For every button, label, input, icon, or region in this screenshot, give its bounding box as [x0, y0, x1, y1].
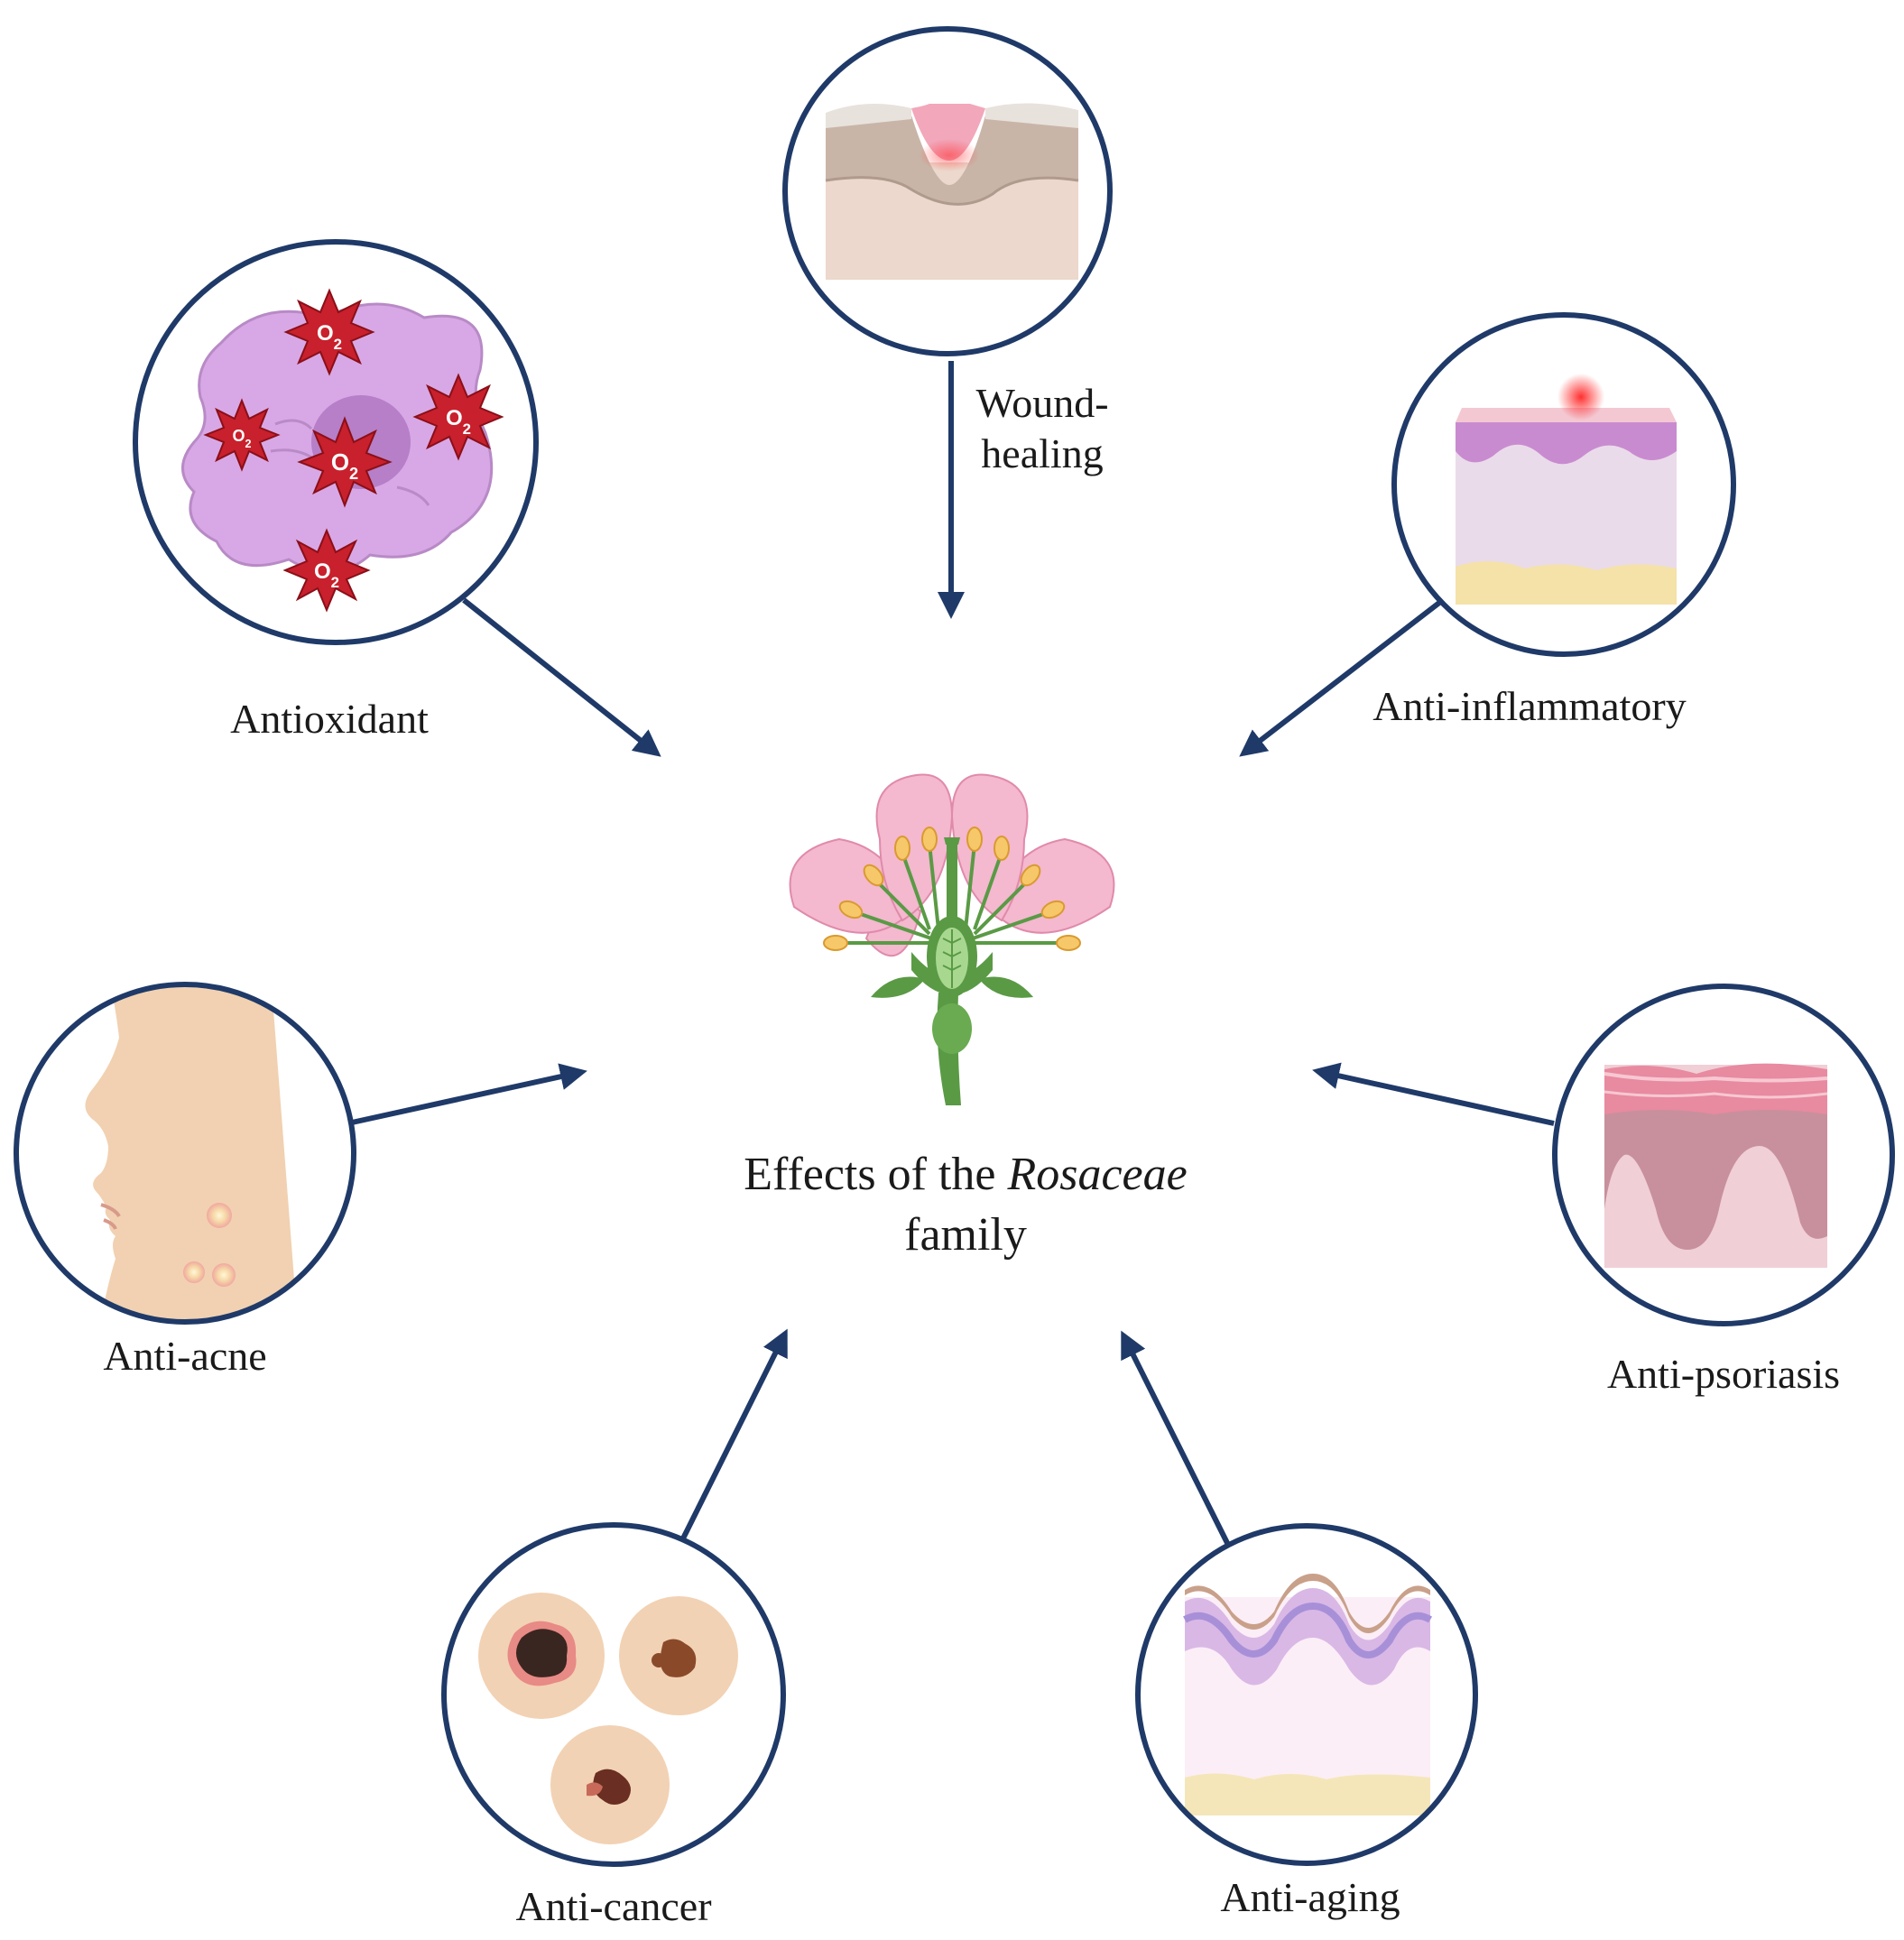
ros-burst: O2	[412, 373, 504, 461]
arrow-antiacne	[351, 1063, 587, 1125]
label-antioxidant: Antioxidant	[230, 696, 429, 742]
face-acne-icon	[14, 982, 356, 1325]
arrow-antioxidant	[462, 597, 661, 757]
label-anti-psoriasis: Anti-psoriasis	[1607, 1351, 1840, 1397]
wound-skin-icon	[782, 26, 1113, 356]
title-line-2: family	[904, 1209, 1027, 1261]
label-wound-healing-1: Wound-	[975, 380, 1108, 426]
arrow-antipsoriasis	[1312, 1062, 1555, 1126]
psoriasis-skin-icon	[1552, 984, 1895, 1326]
ros-burst: O2	[297, 416, 393, 508]
title-line-1: Effects of the Rosaceae	[744, 1149, 1187, 1200]
aged-skin-icon	[1135, 1523, 1478, 1866]
ros-burst-icons: O2 O2 O2 O2 O2	[203, 288, 504, 613]
melanoma-lesions-icon	[441, 1522, 786, 1867]
title-emphasis: Rosaceae	[1006, 1149, 1187, 1200]
cell-ros-icon: O2 O2 O2 O2 O2	[133, 239, 539, 645]
svg-text:O2: O2	[446, 406, 471, 438]
label-anti-acne: Anti-acne	[103, 1333, 266, 1379]
inflamed-skin-icon	[1391, 312, 1736, 657]
svg-text:O2: O2	[331, 448, 358, 483]
arrow-antiaging	[1121, 1330, 1230, 1545]
arrows	[351, 361, 1555, 1545]
label-wound-healing-2: healing	[981, 430, 1103, 476]
rosaceae-flower-icon	[789, 773, 1115, 1105]
ros-burst: O2	[203, 398, 281, 472]
arrow-anticancer	[680, 1328, 788, 1540]
label-anti-inflammatory: Anti-inflammatory	[1373, 683, 1686, 729]
svg-text:O2: O2	[314, 559, 339, 591]
label-anti-cancer: Anti-cancer	[515, 1883, 711, 1929]
svg-text:O2: O2	[317, 321, 342, 353]
arrow-antiinflammatory	[1239, 600, 1441, 757]
svg-text:O2: O2	[232, 427, 251, 450]
ros-burst: O2	[283, 288, 375, 376]
label-anti-aging: Anti-aging	[1220, 1874, 1400, 1920]
central-title: Effects of the Rosaceae family	[744, 1149, 1187, 1261]
title-prefix: Effects of the	[744, 1149, 995, 1200]
ros-burst: O2	[282, 528, 371, 613]
